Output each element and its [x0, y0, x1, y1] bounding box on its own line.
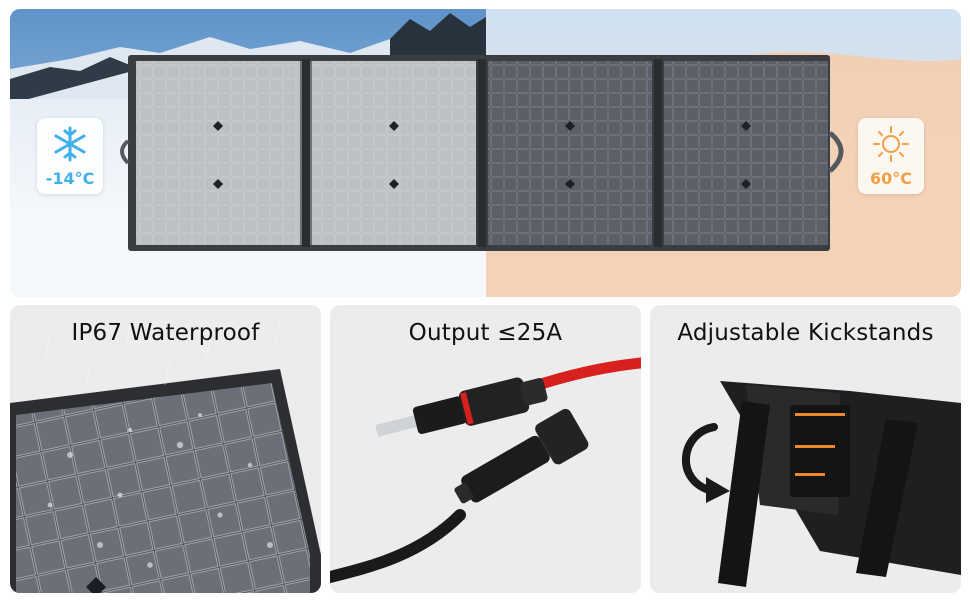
feature-card-waterproof: IP67 Waterproof [10, 305, 321, 593]
kickstand-illustration [682, 381, 961, 587]
sun-icon [873, 126, 909, 162]
snowflake-icon [54, 126, 86, 162]
hero-banner: -14°C 60°C [10, 9, 961, 297]
solar-panel [120, 59, 844, 247]
feature-title-kickstands: Adjustable Kickstands [677, 320, 934, 346]
hero-scene [10, 9, 961, 297]
waterproof-panel-illustration [10, 319, 321, 593]
cold-temperature-badge: -14°C [37, 118, 103, 194]
hot-temperature-label: 60°C [869, 169, 912, 188]
rotate-arrow-icon [682, 423, 730, 503]
feature-card-kickstands: Adjustable Kickstands [650, 305, 961, 593]
feature-card-output: Output ≤25A [330, 305, 641, 593]
cold-temperature-label: -14°C [45, 169, 95, 188]
mc4-connector-illustration [330, 357, 641, 583]
feature-title-output: Output ≤25A [408, 320, 563, 346]
feature-title-waterproof: IP67 Waterproof [71, 320, 260, 346]
hot-temperature-badge: 60°C [858, 118, 924, 194]
